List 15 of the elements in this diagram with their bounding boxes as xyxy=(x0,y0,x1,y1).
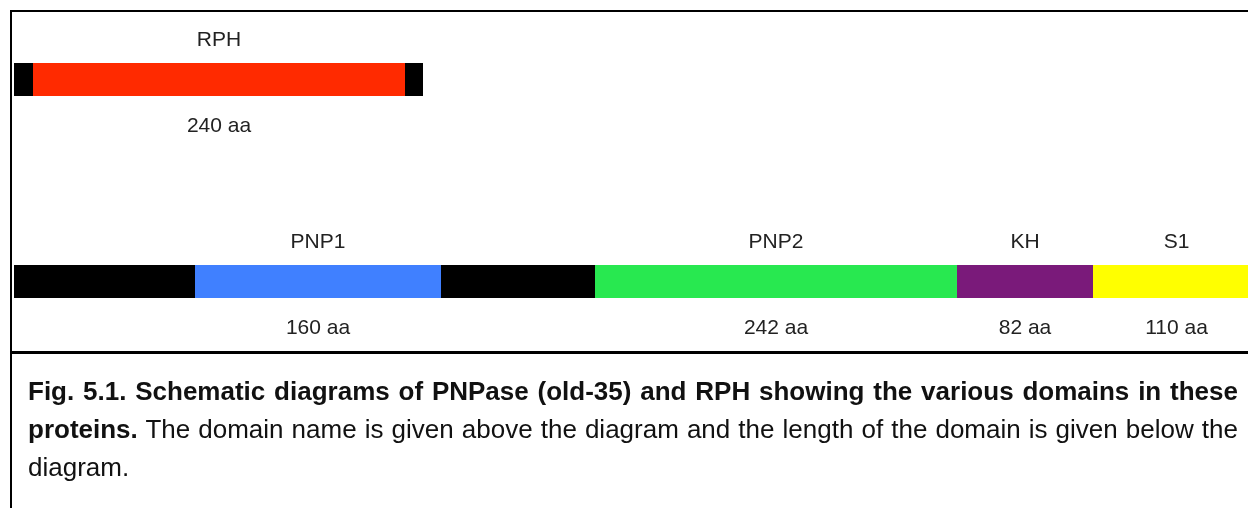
domain-name: S1 xyxy=(1163,229,1190,252)
linker-bar xyxy=(405,63,423,96)
domain-length: 242 aa xyxy=(743,315,809,338)
domain-name: KH xyxy=(1010,229,1040,252)
domain-length: 240 aa xyxy=(186,113,252,136)
domain-name: PNP1 xyxy=(290,229,346,252)
domain-name: RPH xyxy=(196,27,242,50)
linker-bar xyxy=(441,265,595,298)
linker-bar xyxy=(14,265,195,298)
domain-length: 110 aa xyxy=(1145,315,1208,338)
domain-length: 160 aa xyxy=(285,315,351,338)
figure-caption: Fig. 5.1. Schematic diagrams of PNPase (old-35) and RPH showing the various domains in these proteins. The domain name is given above the diagram and the length of the domain is given below the diagram. xyxy=(28,375,1238,484)
domain-name: PNP2 xyxy=(748,229,804,252)
domain-length: 82 aa xyxy=(998,315,1052,338)
linker-bar xyxy=(14,63,33,96)
